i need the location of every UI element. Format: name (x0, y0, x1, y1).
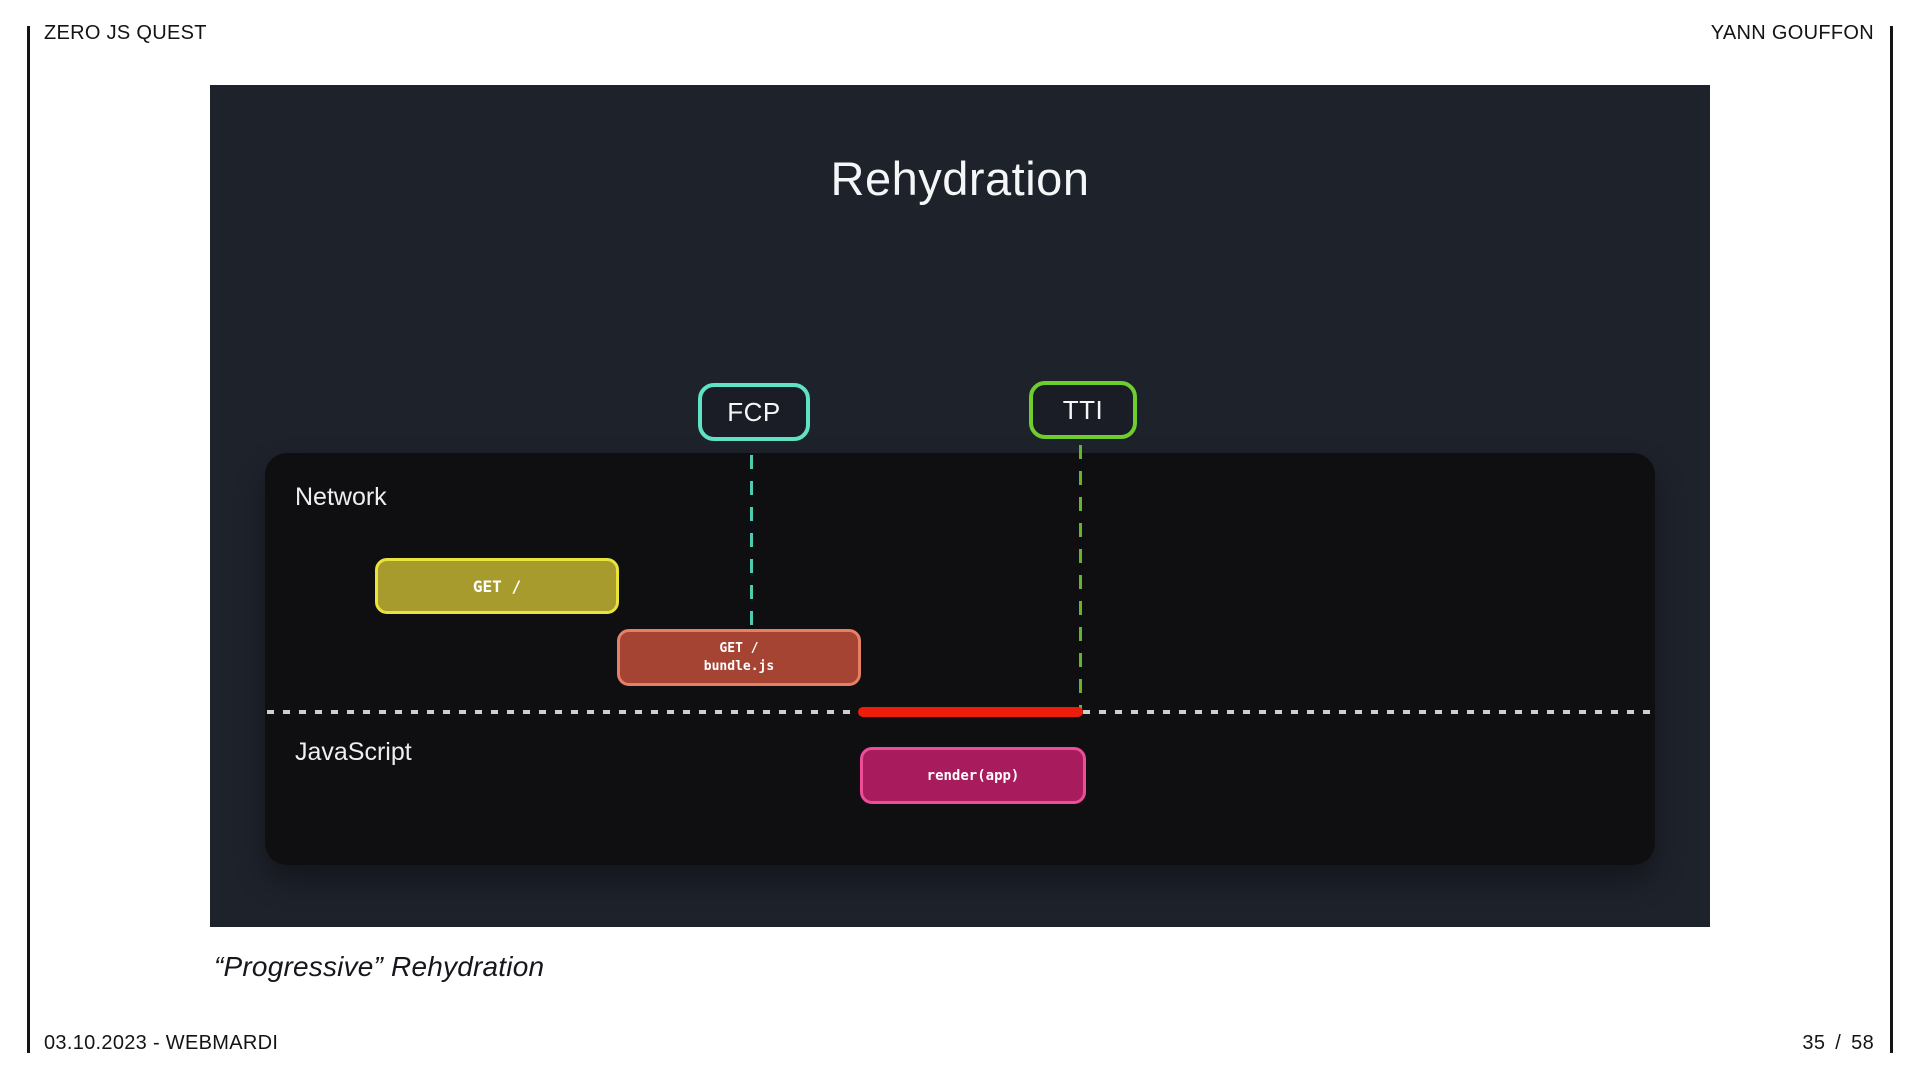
page-number-total: 58 (1851, 1032, 1874, 1054)
network-event-get-bundle-line2: bundle.js (703, 658, 775, 674)
author-name: YANN GOUFFON (1710, 22, 1874, 44)
right-edge-rule (1890, 26, 1893, 1053)
slide-title: Rehydration (830, 152, 1090, 205)
lane-label-javascript: JavaScript (295, 738, 412, 766)
fcp-timeline-dashed-line (750, 455, 753, 630)
network-event-get-root: GET / (375, 558, 619, 614)
left-edge-rule (27, 26, 30, 1053)
slide-caption: “Progressive” Rehydration (214, 951, 545, 982)
network-event-get-root-label: GET / (472, 576, 522, 596)
fcp-marker-label: FCP (727, 396, 781, 427)
network-event-get-bundle-line1: GET / (719, 640, 759, 656)
lane-label-network: Network (295, 483, 387, 511)
blocking-time-bar (858, 707, 1083, 717)
network-event-get-bundle: GET / bundle.js (617, 629, 861, 686)
page-number-current: 35 (1802, 1032, 1826, 1054)
tti-marker-badge: TTI (1029, 381, 1137, 439)
timeline-panel: Network JavaScript GET / GET / bundle.js… (265, 445, 1655, 865)
page-number-separator: / (1835, 1032, 1842, 1054)
tti-timeline-dashed-line (1079, 445, 1082, 711)
tti-marker-label: TTI (1062, 394, 1104, 425)
js-event-render-app: render(app) (860, 747, 1086, 804)
page-number: 35 / 58 (1802, 1032, 1874, 1055)
js-event-render-app-label: render(app) (926, 767, 1020, 784)
slide-canvas: Rehydration FCP TTI Network JavaScript G… (210, 85, 1710, 927)
deck-title: ZERO JS QUEST (44, 22, 207, 44)
footer-date-event: 03.10.2023 - WEBMARDI (44, 1032, 279, 1054)
fcp-marker-badge: FCP (698, 383, 810, 441)
